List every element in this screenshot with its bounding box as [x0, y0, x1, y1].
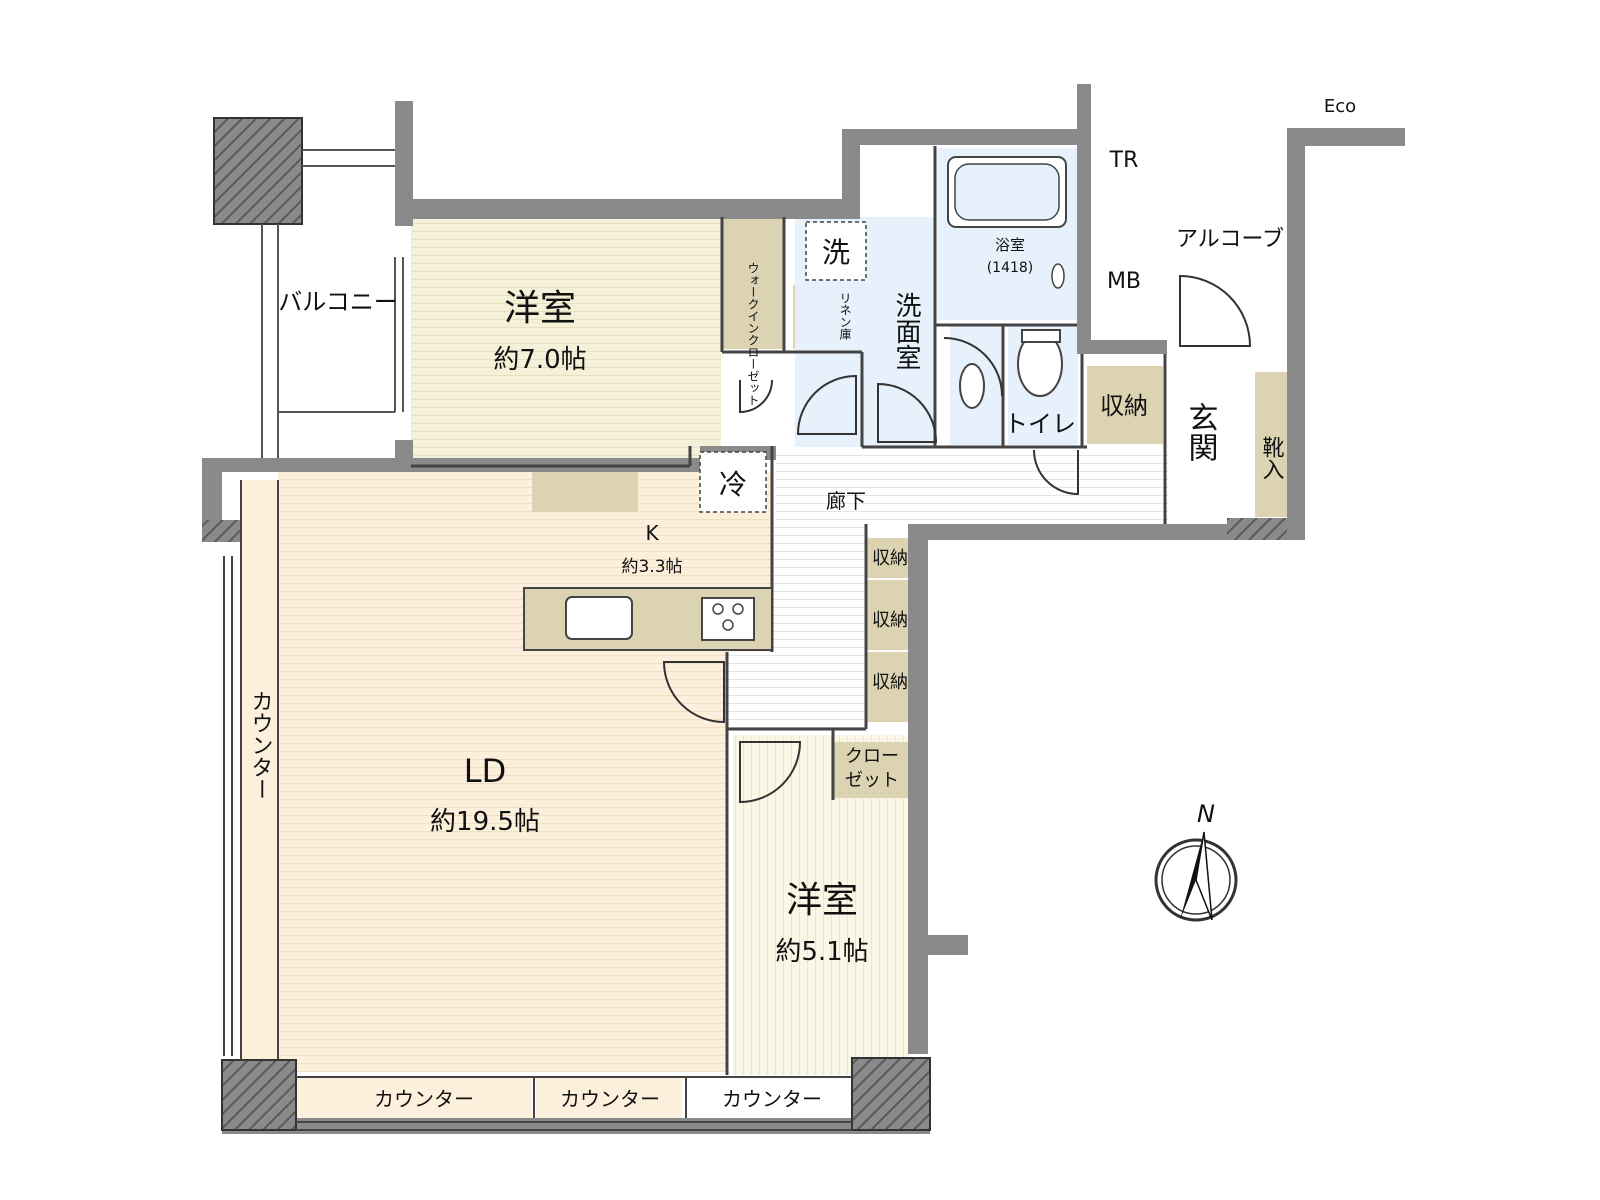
closet-label-2: ゼット — [845, 770, 899, 791]
western-room-2-size: 約5.1帖 — [775, 937, 868, 967]
meter-box-label: MB — [1107, 269, 1141, 294]
kitchen-name: K — [645, 521, 659, 545]
wash-basin — [959, 363, 985, 409]
toilet-tank — [1021, 329, 1061, 343]
west-counter-floor — [241, 480, 278, 1080]
balcony — [261, 149, 404, 458]
column-nw — [213, 117, 303, 225]
western-room-2-name: 洋室 — [786, 880, 858, 921]
laundry-box — [805, 221, 867, 281]
trunk-room-label: TR — [1109, 148, 1139, 173]
shoe-storage — [1255, 372, 1287, 517]
compass-ring-outer — [1154, 838, 1238, 922]
storage-unit-3 — [866, 652, 912, 722]
partitions — [411, 146, 1167, 1075]
living-dining-size: 約19.5帖 — [430, 807, 540, 837]
fridge-mark: 冷 — [719, 468, 747, 501]
walk-in-closet-label: ウォークインクローゼット — [746, 262, 760, 406]
living-dining-name: LD — [464, 752, 506, 790]
western-room-1-size: 約7.0帖 — [493, 345, 586, 375]
alcove-label: アルコーブ — [1176, 227, 1284, 252]
storage-hall-label: 収納 — [1100, 392, 1148, 420]
balcony-label: バルコニー — [278, 288, 398, 316]
corridor-label: 廊下 — [826, 489, 866, 513]
compass-needle-tail — [1195, 831, 1213, 921]
bathroom-size: (1418) — [987, 260, 1034, 276]
west-window — [223, 480, 279, 1060]
south-counter-floor-2 — [536, 1077, 682, 1119]
toilet-label: トイレ — [1004, 410, 1076, 438]
living-dining-floor — [278, 472, 726, 1072]
storage-unit-1-label: 収納 — [872, 548, 908, 569]
shoe-storage-label: 靴入 — [1259, 436, 1285, 480]
storage-unit-3-label: 収納 — [872, 672, 908, 693]
kitchen-back-counter — [532, 472, 638, 512]
burner-2 — [732, 603, 744, 615]
storage-hall-floor — [1087, 366, 1163, 444]
stove — [701, 597, 755, 641]
burner-1 — [712, 603, 724, 615]
western-room-1-floor — [411, 217, 721, 466]
west-counter-label: カウンター — [248, 690, 273, 800]
south-window — [296, 1076, 852, 1131]
doors — [662, 274, 1252, 804]
kitchen-size: 約3.3帖 — [621, 557, 682, 577]
closet-label-1: クロー — [845, 746, 899, 767]
storage-unit-1 — [866, 538, 912, 578]
bath-basin — [1051, 263, 1065, 289]
south-counter-floor-1 — [296, 1077, 532, 1119]
corridor-floor — [776, 452, 1168, 524]
eco-label: Eco — [1324, 96, 1356, 117]
walk-in-closet-area — [722, 217, 784, 349]
south-counter-label-3: カウンター — [722, 1087, 822, 1111]
entrance-floor — [1172, 366, 1252, 524]
linen-storage-label: リネン庫 — [838, 292, 852, 341]
laundry-mark: 洗 — [822, 236, 850, 269]
south-counter-label-1: カウンター — [374, 1087, 474, 1111]
washroom-label: 洗面室 — [891, 292, 921, 370]
western-room-1-name: 洋室 — [504, 288, 576, 329]
bathtub-inner — [954, 163, 1060, 221]
storage-unit-2 — [866, 580, 912, 650]
column-w — [202, 520, 242, 542]
compass: N — [1154, 800, 1238, 922]
compass-ring-inner — [1161, 845, 1231, 915]
column-ne — [1227, 518, 1287, 540]
compass-needle — [1180, 832, 1204, 920]
fridge-box — [699, 451, 767, 513]
storage-unit-2-label: 収納 — [872, 610, 908, 631]
south-counter-label-2: カウンター — [560, 1087, 660, 1111]
column-sw — [221, 1059, 297, 1131]
column-se — [851, 1057, 931, 1131]
burner-3 — [722, 619, 734, 631]
compass-label: N — [1197, 800, 1215, 828]
bathroom-name: 浴室 — [995, 236, 1025, 254]
kitchen-sink — [565, 596, 633, 640]
closet-floor — [832, 742, 908, 798]
entrance-label: 玄関 — [1183, 402, 1218, 462]
